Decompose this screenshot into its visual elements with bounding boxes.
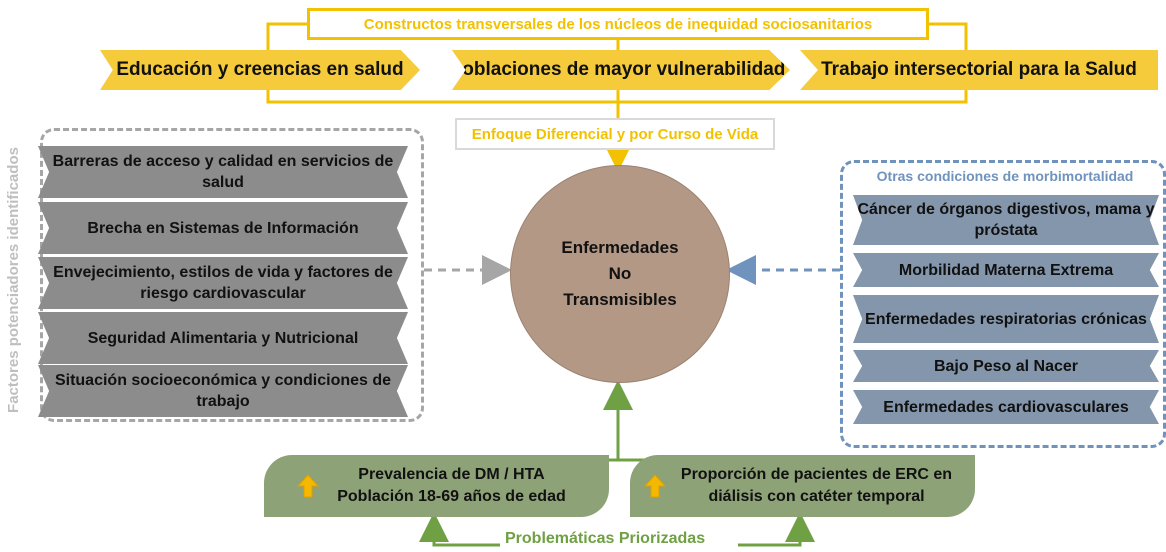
center-label: Enfermedades No Transmisibles [561, 238, 679, 309]
left-factors-frame [40, 128, 424, 422]
condition-item: Cáncer de órganos digestivos, mama y pró… [853, 195, 1159, 245]
right-title: Otras condiciones de morbimortalidad [876, 168, 1134, 184]
factor-item: Brecha en Sistemas de Información [38, 202, 408, 254]
center-circle: Enfermedades No Transmisibles [510, 165, 730, 383]
condition-item: Enfermedades cardiovasculares [853, 390, 1159, 424]
band-educacion: Educación y creencias en salud [100, 50, 420, 90]
up-arrow-icon [643, 474, 666, 498]
factor-item: Envejecimiento, estilos de vida y factor… [38, 257, 408, 309]
condition-item: Enfermedades respiratorias crónicas [853, 295, 1159, 343]
proporcion-text: Proporción de pacientes de ERC en diális… [680, 466, 953, 505]
prevalencia-box: Prevalencia de DM / HTA Población 18-69 … [264, 455, 609, 517]
prevalencia-text: Prevalencia de DM / HTA Población 18-69 … [337, 466, 566, 505]
right-conditions-frame [840, 160, 1166, 448]
condition-item: Bajo Peso al Nacer [853, 350, 1159, 382]
band-trabajo: Trabajo intersectorial para la Salud [800, 50, 1158, 90]
up-arrow-icon [296, 474, 319, 498]
factor-item: Situación socioeconómica y condiciones d… [38, 365, 408, 417]
problematicas-label: Problemáticas Priorizadas [505, 530, 706, 547]
transversal-constructs-title: Constructos transversales de los núcleos… [307, 8, 929, 40]
enfoque-box: Enfoque Diferencial y por Curso de Vida [455, 118, 775, 150]
condition-item: Morbilidad Materna Extrema [853, 253, 1159, 287]
proporcion-box: Proporción de pacientes de ERC en diális… [630, 455, 975, 517]
factor-item: Seguridad Alimentaria y Nutricional [38, 312, 408, 364]
left-vertical-label: Factores potenciadores identificados [5, 147, 22, 413]
factor-item: Barreras de acceso y calidad en servicio… [38, 146, 408, 198]
band-poblaciones: Poblaciones de mayor vulnerabilidad [451, 50, 790, 90]
